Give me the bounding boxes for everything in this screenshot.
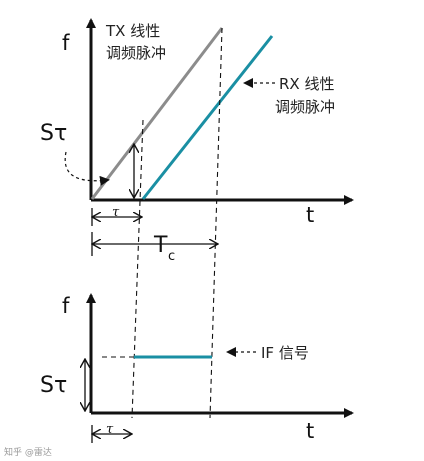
bottom-f-label: f — [62, 294, 70, 318]
bottom-chart: f t IF 信号 Sτ τ — [40, 293, 354, 443]
tx-chirp-label-line2: 调频脉冲 — [106, 44, 166, 62]
top-tau-label: τ — [112, 205, 120, 220]
rx-chirp-label-line1: RX 线性 — [279, 75, 334, 93]
bottom-t-label: t — [306, 419, 314, 443]
rx-chirp-line — [141, 35, 274, 200]
watermark: 知乎 @雷达 — [4, 446, 52, 458]
top-t-label: t — [306, 203, 314, 227]
tx-chirp-label-line1: TX 线性 — [105, 22, 160, 40]
top-dash-tc — [209, 27, 223, 419]
top-s-tau-label: Sτ — [40, 121, 67, 146]
if-signal-label: IF 信号 — [261, 344, 309, 362]
rx-chirp-label-line2: 调频脉冲 — [275, 98, 335, 116]
top-f-label: f — [62, 31, 70, 55]
s-tau-curved-arrow — [64, 151, 110, 186]
tx-chirp-line — [90, 27, 224, 200]
tc-label: T — [153, 233, 168, 258]
bottom-tau-label: τ — [106, 422, 114, 437]
tc-subscript: c — [168, 249, 175, 264]
bottom-s-tau-label: Sτ — [40, 373, 67, 398]
top-chart: f t TX 线性 调频脉冲 RX 线性 调频脉冲 Sτ τ T c — [40, 18, 354, 419]
top-dash-tau — [131, 119, 144, 419]
